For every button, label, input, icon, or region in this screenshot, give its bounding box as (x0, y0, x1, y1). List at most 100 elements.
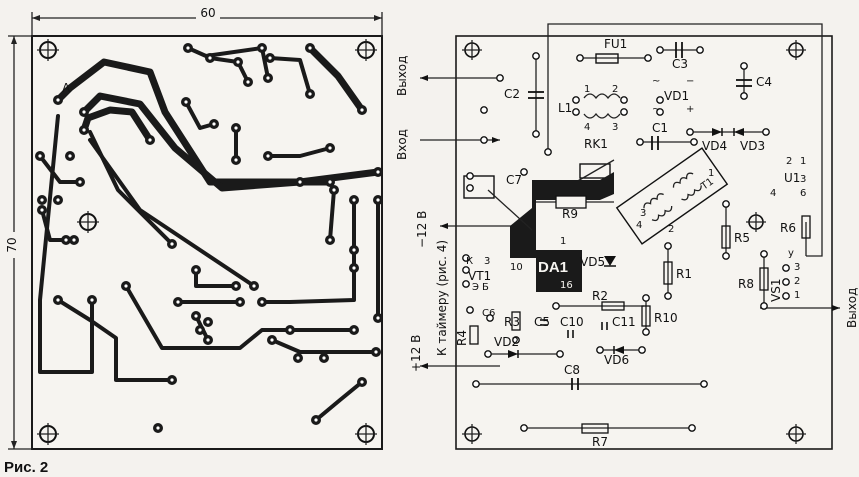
svg-text:4: 4 (770, 188, 776, 199)
label-r10: R10 (654, 311, 678, 325)
label-c10: C10 (560, 315, 584, 329)
label-vd1: VD1 (664, 89, 689, 103)
label-vd6: VD6 (604, 353, 629, 367)
label-vd4: VD4 (702, 139, 727, 153)
svg-text:3: 3 (612, 122, 618, 133)
resistor-r10-body (641, 305, 651, 327)
label-c6: C6 (482, 308, 495, 319)
svg-text:~: ~ (652, 76, 660, 87)
label-output-right: Выход (845, 288, 859, 328)
resistor-r2-body (601, 301, 625, 311)
label-vt1: VT1 (468, 269, 491, 283)
label-to-timer: К таймеру (рис. 4) (435, 240, 449, 356)
label-c5: C5 (534, 315, 550, 329)
label-c2: C2 (504, 87, 520, 101)
svg-text:3: 3 (794, 262, 800, 273)
svg-text:1: 1 (800, 156, 806, 167)
heatsink-shape (510, 172, 614, 258)
label-c7: C7 (506, 173, 522, 187)
svg-text:1: 1 (584, 84, 590, 95)
mounting-holes-left (37, 39, 377, 445)
label-l1: L1 (558, 101, 572, 115)
label-output-top: Выход (395, 56, 409, 96)
resistor-r8-body (759, 267, 769, 291)
svg-text:1: 1 (560, 236, 566, 247)
inductor-coil-bottom (583, 112, 621, 119)
label-r1: R1 (676, 267, 692, 281)
dimension-height: 70 (4, 35, 32, 450)
fuse-body (595, 53, 619, 64)
label-c11: C11 (612, 315, 636, 329)
svg-text:2: 2 (786, 156, 792, 167)
label-c3: C3 (672, 57, 688, 71)
resistor-r3-body (511, 311, 521, 331)
resistor-r1-body (663, 261, 673, 285)
svg-text:Б: Б (482, 282, 489, 293)
label-u1: U1 (784, 171, 800, 185)
svg-text:16: 16 (560, 280, 573, 291)
svg-text:3: 3 (640, 208, 646, 219)
label-r6: R6 (780, 221, 796, 235)
label-minus-12v: −12 В (415, 211, 429, 248)
thermistor-body (579, 163, 611, 179)
label-plus-12v: +12 В (409, 335, 423, 372)
label-vd3: VD3 (740, 139, 765, 153)
svg-text:10: 10 (510, 262, 523, 273)
label-r5: R5 (734, 231, 750, 245)
connection-labels: Выход Вход −12 В К таймеру (рис. 4) +12 … (395, 56, 859, 372)
svg-text:6: 6 (800, 188, 806, 199)
label-c4: C4 (756, 75, 772, 89)
svg-text:2: 2 (794, 276, 800, 287)
arrow-heads (420, 75, 840, 369)
component-pads (462, 46, 790, 432)
label-input: Вход (395, 129, 409, 160)
mounting-holes-right (462, 40, 806, 444)
svg-text:−: − (686, 76, 694, 87)
capacitor-c7-body (463, 175, 495, 199)
copper-pads (35, 43, 383, 433)
svg-text:2: 2 (668, 224, 674, 235)
label-r4: R4 (455, 330, 469, 346)
label-vs1: VS1 (769, 279, 783, 302)
svg-text:+: + (686, 104, 694, 115)
dual-transformer (615, 147, 729, 245)
inductor-coil-top (583, 93, 621, 100)
ic-da1-body (536, 256, 582, 292)
right-board: FU1 C3 C4 C2 L1 VD1 C1 RK1 VD4 VD3 U1 C7… (395, 23, 859, 450)
resistor-r6-body (801, 215, 811, 239)
label-c1: C1 (652, 121, 668, 135)
label-r9: R9 (562, 207, 578, 221)
resistor-r9-body (555, 195, 587, 209)
component-labels: FU1 C3 C4 C2 L1 VD1 C1 RK1 VD4 VD3 U1 C7… (455, 37, 800, 449)
left-board: 60 70 (4, 6, 383, 450)
label-r3: R3 (504, 315, 520, 329)
resistor-r7-body (581, 423, 609, 434)
label-r2: R2 (592, 289, 608, 303)
resistor-r5-body (721, 225, 731, 249)
svg-text:у: у (788, 248, 794, 259)
svg-text:Э: Э (472, 282, 479, 293)
label-rk1: RK1 (584, 137, 608, 151)
svg-text:1: 1 (794, 290, 800, 301)
svg-text:2: 2 (612, 84, 618, 95)
svg-text:4: 4 (584, 122, 590, 133)
svg-text:3: 3 (484, 256, 490, 267)
component-bodies (463, 42, 811, 434)
pin-labels: 1 2 4 3 2 1 3 6 4 1 10 16 К 3 Э Б у 3 2 … (466, 76, 806, 301)
svg-text:К: К (466, 256, 473, 267)
dimension-width-label: 60 (200, 6, 215, 20)
label-fu1: FU1 (604, 37, 627, 51)
resistor-r4-body (469, 325, 479, 345)
svg-text:4: 4 (636, 220, 642, 231)
label-r8: R8 (738, 277, 754, 291)
label-vd2: VD2 (494, 335, 519, 349)
svg-text:~: ~ (652, 104, 660, 115)
label-c8: C8 (564, 363, 580, 377)
dimension-height-label: 70 (5, 237, 19, 252)
svg-text:3: 3 (800, 174, 806, 185)
svg-text:1: 1 (708, 168, 714, 179)
label-da1: DA1 (538, 259, 568, 276)
marker-a: A (62, 81, 71, 95)
